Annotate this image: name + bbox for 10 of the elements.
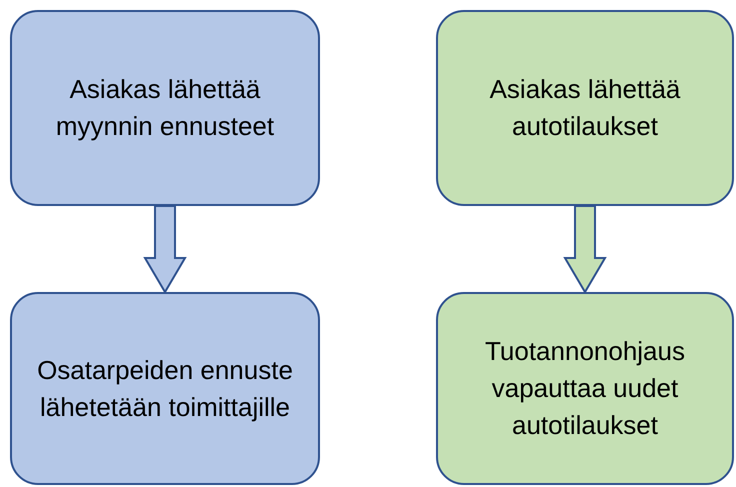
process-box — [436, 292, 734, 485]
box-text: Tuotannonohjaus vapauttaa uudet autotilaukset — [484, 335, 686, 442]
block-arrow — [143, 205, 187, 294]
process-box — [10, 292, 320, 485]
process-box — [436, 10, 734, 206]
process-box — [10, 10, 320, 206]
block-arrow — [563, 205, 607, 294]
box-text: Asiakas lähettää autotilaukset — [488, 73, 682, 143]
box-text: Asiakas lähettää myynnin ennusteet — [54, 73, 276, 143]
box-text: Osatarpeiden ennuste lähetetään toimittajille — [36, 354, 294, 424]
